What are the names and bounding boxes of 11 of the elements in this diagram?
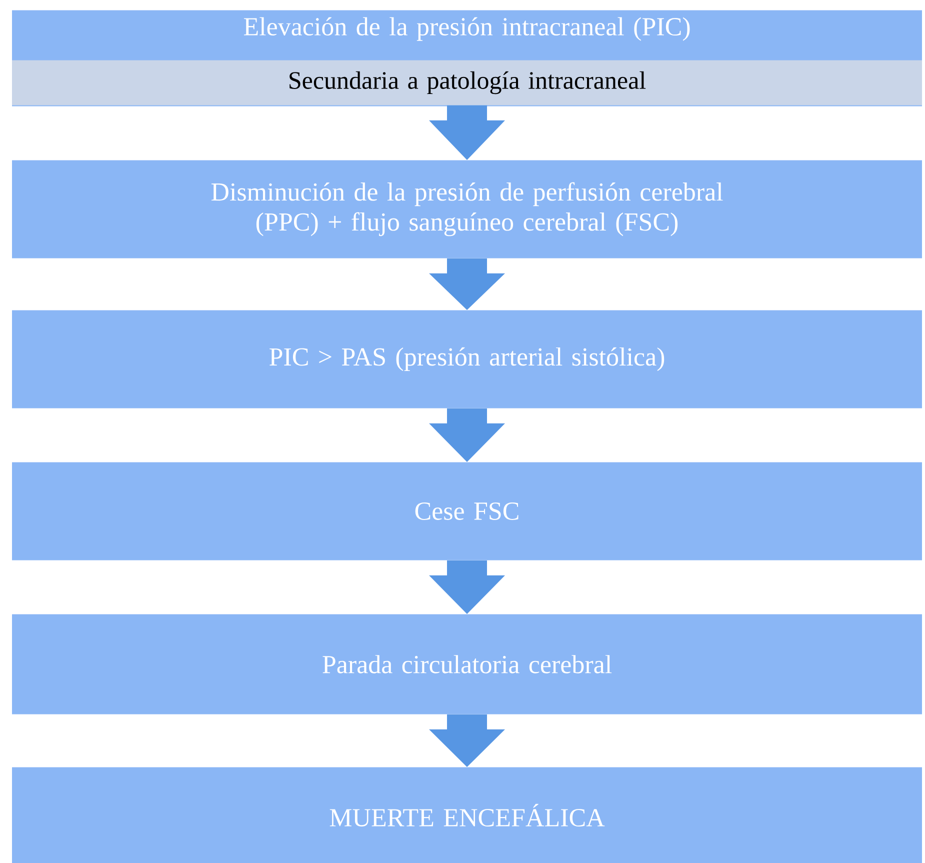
process-box: PIC > PAS (presión arterial sistólica)	[12, 310, 922, 408]
process-box: MUERTE ENCEFÁLICA	[12, 767, 922, 863]
process-box: Cese FSC	[12, 462, 922, 560]
block-arrow	[429, 105, 505, 160]
subtitle-band: Secundaria a patología intracraneal	[12, 60, 922, 106]
process-box: Parada circulatoria cerebral	[12, 614, 922, 714]
block-arrow	[429, 408, 505, 462]
block-arrow	[429, 714, 505, 767]
block-arrow	[429, 560, 505, 614]
process-box: Disminución de la presión de perfusión cerebral (PPC) + flujo sanguíneo cerebral (FSC)	[12, 160, 922, 258]
block-arrow	[429, 258, 505, 310]
